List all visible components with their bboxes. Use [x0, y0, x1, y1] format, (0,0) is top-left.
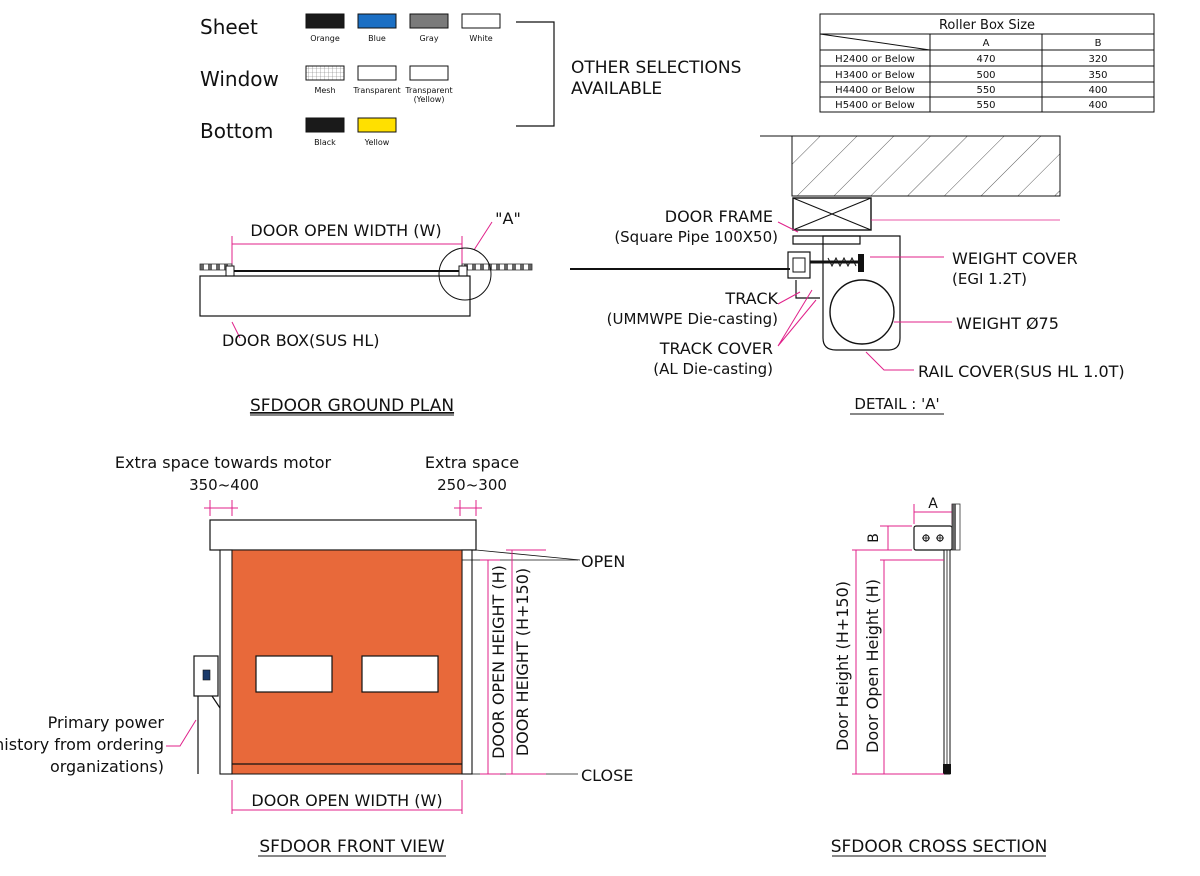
- extra-space-value: 250~300: [437, 476, 507, 494]
- weight-cover-label: WEIGHT COVER: [952, 249, 1078, 268]
- swatch-window-transparent: [357, 65, 397, 81]
- extra-space-label: Extra space: [425, 453, 519, 472]
- cross-section-title: SFDOOR CROSS SECTION: [831, 837, 1048, 857]
- door-box-label: DOOR BOX(SUS HL): [222, 331, 379, 350]
- power-label: organizations): [50, 757, 164, 776]
- detail-circle: [438, 247, 492, 301]
- swatch-window-transparent-yellow: [409, 65, 449, 81]
- power-label: (history from ordering: [0, 735, 164, 754]
- swatch-bottom-black: [305, 117, 345, 133]
- swatch-sheet-white: [461, 13, 501, 29]
- door-window-left: [255, 655, 333, 693]
- weight-label: WEIGHT Ø75: [956, 314, 1059, 333]
- swatch-label: Orange: [310, 34, 340, 43]
- ground-open-width-label: DOOR OPEN WIDTH (W): [250, 221, 441, 240]
- dim-a-label: A: [928, 496, 938, 512]
- swatch-label: Gray: [419, 34, 438, 43]
- swatch-label: Transparent: [352, 86, 400, 95]
- power-label: Primary power: [48, 713, 165, 732]
- open-label: OPEN: [581, 552, 625, 571]
- legend-bracket: [516, 21, 555, 127]
- cs-door-height-label: Door Height (H+150): [833, 581, 852, 751]
- cross-section: A B Door Height (H+150) Door Open Height…: [831, 496, 1048, 857]
- swatch-label: Transparent: [404, 86, 452, 95]
- ground-plan: DOOR OPEN WIDTH (W) "A" DOOR BOX(SUS HL)…: [199, 209, 533, 416]
- swatch-window-mesh: [305, 65, 345, 81]
- swatch-label: Yellow: [364, 138, 390, 147]
- close-label: CLOSE: [581, 766, 633, 785]
- table-cell: 470: [976, 54, 995, 65]
- table-header-b: B: [1095, 38, 1102, 49]
- table-cell: 550: [976, 85, 995, 96]
- front-view: Extra space towards motor 350~400 Extra …: [0, 453, 633, 857]
- cs-open-height-label: Door Open Height (H): [863, 579, 882, 753]
- legend-label-sheet: Sheet: [200, 15, 258, 39]
- swatch-sheet-gray: [409, 13, 449, 29]
- extra-motor-label: Extra space towards motor: [115, 453, 332, 472]
- legend-label-bottom: Bottom: [200, 119, 273, 143]
- front-open-width-label: DOOR OPEN WIDTH (W): [251, 791, 442, 810]
- open-height-label: DOOR OPEN HEIGHT (H): [489, 565, 508, 759]
- table-cell: 500: [976, 70, 995, 81]
- swatch-label: White: [469, 34, 492, 43]
- track-sub: (UMMWPE Die-casting): [607, 310, 778, 328]
- track-label: TRACK: [724, 289, 778, 308]
- swatch-bottom-yellow: [357, 117, 397, 133]
- table-header-a: A: [983, 38, 990, 49]
- swatch-label: Blue: [368, 34, 386, 43]
- detail-title: DETAIL : 'A': [854, 395, 939, 413]
- table-cell: 400: [1088, 100, 1107, 111]
- table-cell: H4400 or Below: [835, 85, 915, 96]
- swatch-sheet-orange: [305, 13, 345, 29]
- track-cover-sub: (AL Die-casting): [653, 360, 773, 378]
- table-cell: H3400 or Below: [835, 70, 915, 81]
- ground-plan-title: SFDOOR GROUND PLAN: [250, 396, 454, 416]
- swatch-sheet-blue: [357, 13, 397, 29]
- legend: Sheet Window Bottom Orange Blue Gray Whi…: [200, 13, 741, 147]
- door-frame-sub: (Square Pipe 100X50): [614, 228, 778, 246]
- dim-b-label: B: [866, 533, 882, 543]
- detail-a-marker: "A": [495, 209, 521, 228]
- front-view-title: SFDOOR FRONT VIEW: [259, 837, 444, 857]
- swatch-label: (Yellow): [414, 95, 445, 104]
- extra-motor-value: 350~400: [189, 476, 259, 494]
- door-frame-label: DOOR FRAME: [665, 207, 773, 226]
- rail-cover-label: RAIL COVER(SUS HL 1.0T): [918, 362, 1125, 381]
- table-cell: H2400 or Below: [835, 54, 915, 65]
- door-window-right: [361, 655, 439, 693]
- legend-label-window: Window: [200, 67, 279, 91]
- table-title: Roller Box Size: [939, 18, 1035, 33]
- roller-box-table: Roller Box Size A B H2400 or Below 470 3…: [819, 13, 1155, 113]
- door-height-label: DOOR HEIGHT (H+150): [513, 568, 532, 756]
- table-cell: 400: [1088, 85, 1107, 96]
- weight-cover-sub: (EGI 1.2T): [952, 270, 1027, 288]
- table-cell: 350: [1088, 70, 1107, 81]
- table-cell: 320: [1088, 54, 1107, 65]
- swatch-label: Mesh: [314, 86, 335, 95]
- table-cell: 550: [976, 100, 995, 111]
- table-cell: H5400 or Below: [835, 100, 915, 111]
- swatch-label: Black: [314, 138, 336, 147]
- other-selections-text: AVAILABLE: [571, 79, 662, 99]
- other-selections-text: OTHER SELECTIONS: [571, 58, 741, 78]
- track-cover-label: TRACK COVER: [659, 339, 773, 358]
- roller-box: [209, 519, 477, 551]
- detail-a: DOOR FRAME (Square Pipe 100X50) WEIGHT C…: [570, 135, 1125, 415]
- door-box: [199, 275, 471, 317]
- weight-circle: [829, 279, 895, 345]
